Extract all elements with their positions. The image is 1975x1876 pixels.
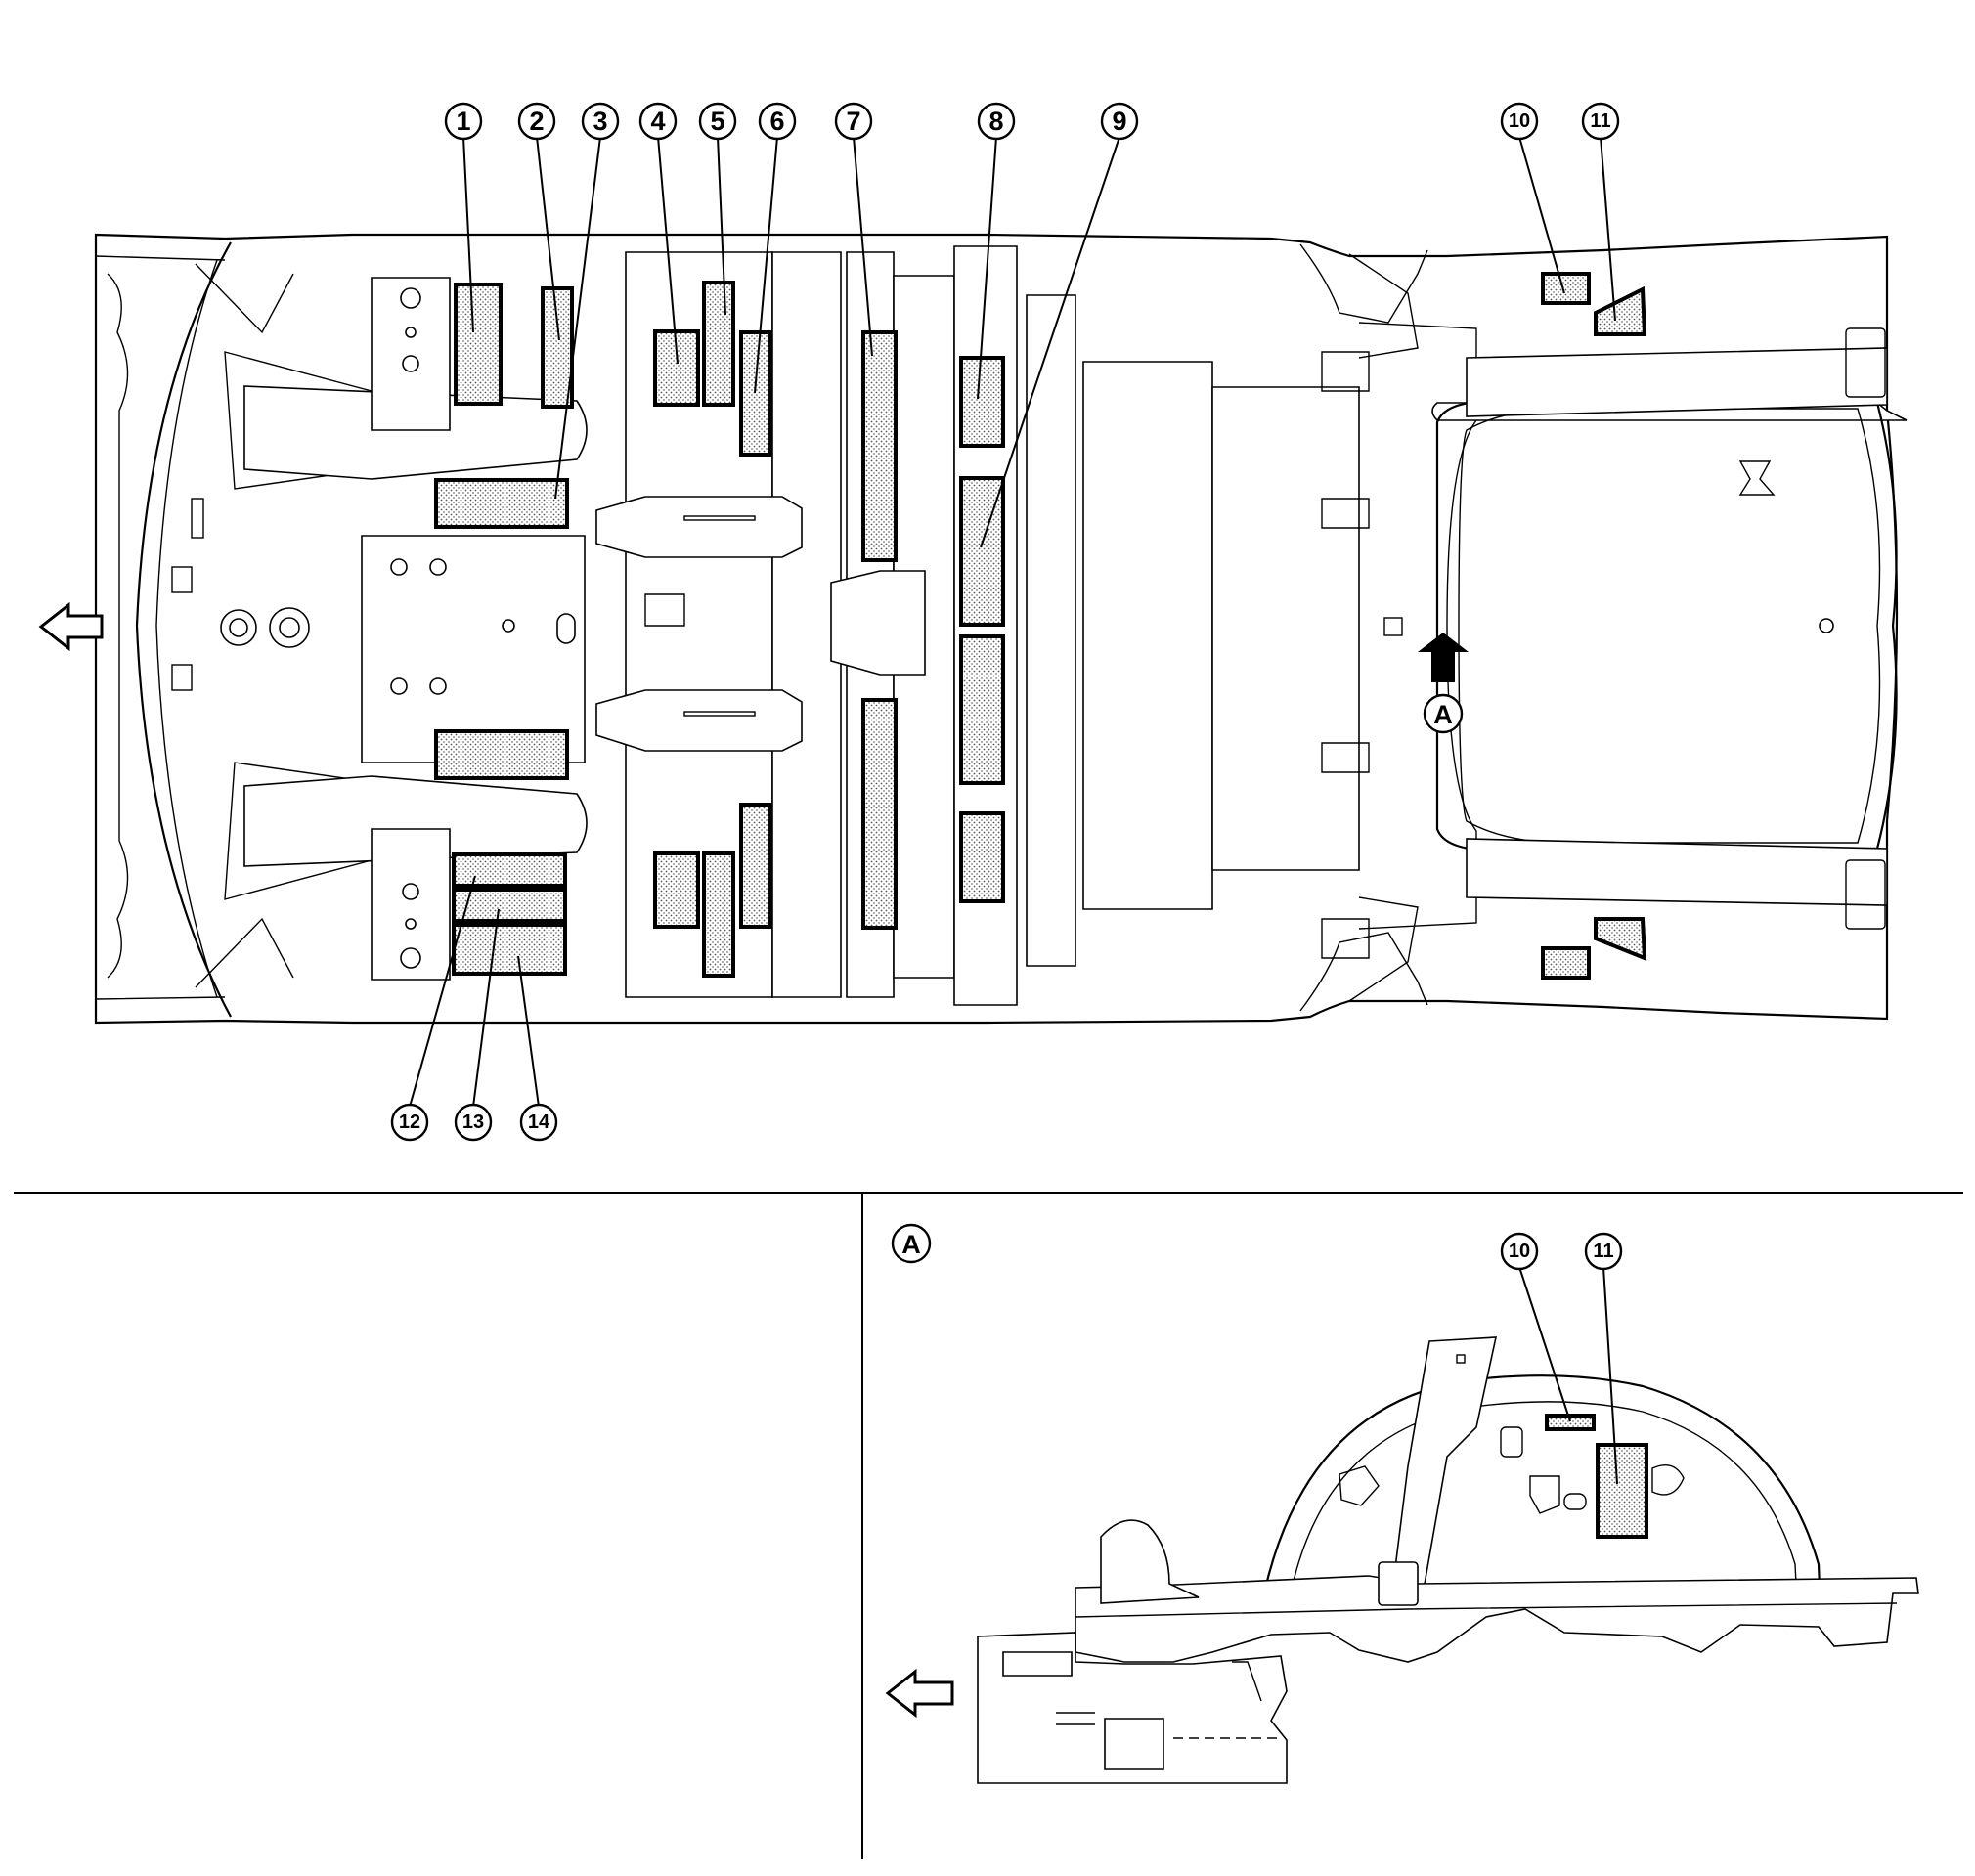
pad-7 bbox=[861, 330, 898, 562]
detail-view-a-label: A bbox=[901, 1230, 921, 1259]
callout-12: 12 bbox=[390, 1103, 429, 1142]
callout-6: 6 bbox=[758, 102, 797, 141]
callout-8-label: 8 bbox=[988, 107, 1003, 136]
pad-7b bbox=[861, 698, 898, 930]
callout-4-label: 4 bbox=[650, 107, 665, 136]
callout-1: 1 bbox=[444, 102, 483, 141]
callout-2: 2 bbox=[517, 102, 556, 141]
pad-3 bbox=[434, 478, 569, 529]
pad-5b bbox=[702, 851, 735, 978]
callout-11-label: 11 bbox=[1590, 110, 1610, 132]
pad-11b bbox=[1594, 917, 1647, 962]
detail-callout-10: 10 bbox=[1500, 1232, 1539, 1271]
pad-8 bbox=[959, 356, 1005, 448]
pad-1 bbox=[454, 283, 503, 406]
detail-front-direction-arrow-icon bbox=[885, 1668, 954, 1719]
detail-pad-10 bbox=[1545, 1414, 1596, 1431]
callout-14: 14 bbox=[519, 1103, 558, 1142]
detail-callout-10-label: 10 bbox=[1509, 1241, 1530, 1262]
view-marker-a: A bbox=[1423, 693, 1464, 734]
callout-2-label: 2 bbox=[529, 107, 544, 136]
pad-6b bbox=[739, 803, 772, 929]
pad-6 bbox=[739, 330, 772, 457]
callout-10: 10 bbox=[1500, 102, 1539, 141]
callout-3-label: 3 bbox=[592, 107, 607, 136]
callout-6-label: 6 bbox=[769, 107, 784, 136]
detail-view-a: A 10 11 bbox=[885, 1223, 1919, 1784]
detail-callout-11: 11 bbox=[1584, 1232, 1623, 1271]
pad-12 bbox=[452, 852, 567, 888]
pad-5 bbox=[702, 281, 735, 407]
leader-lines bbox=[409, 136, 1616, 1108]
pad-13 bbox=[452, 888, 567, 923]
callout-9: 9 bbox=[1100, 102, 1139, 141]
view-marker-a-label: A bbox=[1433, 700, 1453, 729]
callout-7: 7 bbox=[834, 102, 873, 141]
callout-8: 8 bbox=[977, 102, 1016, 141]
callout-13: 13 bbox=[454, 1103, 493, 1142]
front-direction-arrow-icon bbox=[38, 601, 104, 652]
pad-3b bbox=[434, 729, 569, 780]
callout-12-label: 12 bbox=[399, 1112, 420, 1133]
callout-10-label: 10 bbox=[1509, 110, 1530, 132]
callout-7-label: 7 bbox=[846, 107, 860, 136]
callout-5-label: 5 bbox=[710, 107, 724, 136]
pad-9c bbox=[959, 811, 1005, 903]
detail-pad-11 bbox=[1596, 1443, 1648, 1539]
insulator-pads bbox=[434, 272, 1647, 980]
pad-10 bbox=[1541, 272, 1591, 305]
pad-4b bbox=[653, 851, 700, 929]
pad-2 bbox=[541, 286, 574, 409]
callout-3: 3 bbox=[581, 102, 620, 141]
callout-11: 11 bbox=[1581, 102, 1620, 141]
callout-14-label: 14 bbox=[528, 1112, 550, 1133]
pad-10b bbox=[1541, 946, 1591, 980]
pad-9b bbox=[959, 634, 1005, 785]
detail-callout-11-label: 11 bbox=[1593, 1241, 1613, 1262]
view-direction-arrow-icon bbox=[1418, 633, 1469, 682]
callout-9-label: 9 bbox=[1112, 107, 1126, 136]
callout-13-label: 13 bbox=[462, 1112, 484, 1133]
callout-1-label: 1 bbox=[456, 107, 470, 136]
pad-11 bbox=[1594, 285, 1647, 336]
callout-5: 5 bbox=[698, 102, 737, 141]
detail-view-a-marker: A bbox=[891, 1223, 932, 1264]
callout-4: 4 bbox=[638, 102, 678, 141]
pad-14 bbox=[452, 923, 567, 976]
underbody-main-view: 1 2 3 4 5 6 7 8 9 10 11 12 13 14 A bbox=[38, 102, 1908, 1142]
